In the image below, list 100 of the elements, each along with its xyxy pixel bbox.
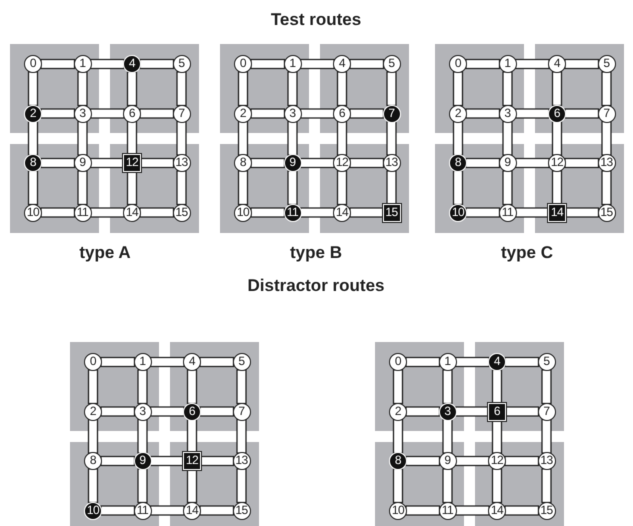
connector-bar bbox=[349, 108, 384, 119]
connector-bar bbox=[452, 71, 464, 106]
connector-bar bbox=[452, 170, 464, 206]
connector-bar bbox=[454, 406, 490, 417]
connector-bar bbox=[199, 406, 234, 417]
connector-bar bbox=[465, 207, 500, 218]
connector-bar bbox=[504, 406, 540, 417]
connector-bar bbox=[90, 207, 125, 218]
square-node: 12 bbox=[183, 452, 201, 470]
connector-bar bbox=[502, 120, 513, 156]
section-heading: Distractor routes bbox=[248, 276, 384, 296]
connector-bar bbox=[150, 505, 185, 516]
connector-bar bbox=[186, 468, 198, 504]
connector-bar bbox=[552, 170, 562, 206]
connector-bar bbox=[601, 71, 612, 106]
connector-bar bbox=[514, 207, 550, 218]
connector-bar bbox=[238, 120, 248, 156]
connector-bar bbox=[88, 369, 98, 404]
connector-bar bbox=[541, 468, 552, 504]
connector-bar bbox=[502, 71, 513, 106]
connector-bar bbox=[186, 418, 198, 454]
connector-bar bbox=[126, 120, 138, 156]
grid-caption: type B bbox=[290, 243, 342, 263]
connector-bar bbox=[442, 418, 453, 454]
connector-bar bbox=[137, 418, 148, 454]
square-node: 6 bbox=[488, 402, 506, 420]
connector-bar bbox=[386, 120, 397, 156]
connector-bar bbox=[392, 369, 404, 404]
connector-bar bbox=[514, 108, 550, 119]
connector-bar bbox=[250, 58, 286, 70]
connector-bar bbox=[564, 158, 600, 168]
connector-bar bbox=[100, 456, 136, 466]
connector-bar bbox=[176, 170, 187, 206]
connector-bar bbox=[100, 505, 136, 516]
connector-bar bbox=[405, 456, 440, 466]
connector-bar bbox=[300, 108, 335, 119]
connector-bar bbox=[454, 456, 490, 466]
connector-bar bbox=[504, 356, 540, 368]
connector-bar bbox=[90, 108, 125, 119]
connector-bar bbox=[236, 418, 247, 454]
connector-bar bbox=[40, 108, 76, 119]
connector-bar bbox=[287, 170, 298, 206]
connector-bar bbox=[250, 158, 286, 168]
connector-bar bbox=[504, 505, 540, 516]
connector-bar bbox=[139, 158, 174, 168]
connector-bar bbox=[77, 71, 88, 106]
grid-caption: type A bbox=[79, 243, 131, 263]
connector-bar bbox=[564, 207, 600, 218]
connector-bar bbox=[300, 207, 335, 218]
connector-bar bbox=[150, 406, 185, 417]
connector-bar bbox=[492, 369, 502, 404]
connector-bar bbox=[564, 58, 600, 70]
connector-bar bbox=[150, 356, 185, 368]
connector-bar bbox=[601, 120, 612, 156]
connector-bar bbox=[392, 418, 404, 454]
connector-bar bbox=[139, 207, 174, 218]
connector-bar bbox=[40, 58, 76, 70]
grid-caption: type C bbox=[501, 243, 553, 263]
connector-bar bbox=[236, 369, 247, 404]
connector-bar bbox=[199, 356, 234, 368]
connector-bar bbox=[186, 369, 198, 404]
connector-bar bbox=[541, 418, 552, 454]
connector-bar bbox=[100, 406, 136, 417]
connector-bar bbox=[601, 170, 612, 206]
connector-bar bbox=[90, 158, 125, 168]
connector-bar bbox=[199, 456, 234, 466]
connector-bar bbox=[405, 505, 440, 516]
connector-bar bbox=[392, 468, 404, 504]
connector-bar bbox=[336, 170, 348, 206]
connector-bar bbox=[514, 158, 550, 168]
connector-bar bbox=[77, 170, 88, 206]
connector-bar bbox=[137, 468, 148, 504]
connector-bar bbox=[28, 170, 38, 206]
connector-bar bbox=[442, 369, 453, 404]
connector-bar bbox=[250, 207, 286, 218]
connector-bar bbox=[349, 58, 384, 70]
connector-bar bbox=[40, 158, 76, 168]
connector-bar bbox=[552, 71, 562, 106]
square-node: 14 bbox=[548, 204, 566, 222]
connector-bar bbox=[502, 170, 513, 206]
connector-bar bbox=[126, 170, 138, 206]
square-node: 15 bbox=[382, 204, 400, 222]
connector-bar bbox=[236, 468, 247, 504]
connector-bar bbox=[88, 468, 98, 504]
connector-bar bbox=[386, 71, 397, 106]
connector-bar bbox=[454, 356, 490, 368]
connector-bar bbox=[465, 108, 500, 119]
connector-bar bbox=[250, 108, 286, 119]
connector-bar bbox=[300, 58, 335, 70]
connector-bar bbox=[442, 468, 453, 504]
connector-bar bbox=[126, 71, 138, 106]
connector-bar bbox=[176, 120, 187, 156]
connector-bar bbox=[552, 120, 562, 156]
connector-bar bbox=[465, 58, 500, 70]
connector-bar bbox=[40, 207, 76, 218]
connector-bar bbox=[150, 456, 185, 466]
connector-bar bbox=[465, 158, 500, 168]
connector-bar bbox=[300, 158, 335, 168]
connector-bar bbox=[137, 369, 148, 404]
connector-bar bbox=[199, 505, 234, 516]
